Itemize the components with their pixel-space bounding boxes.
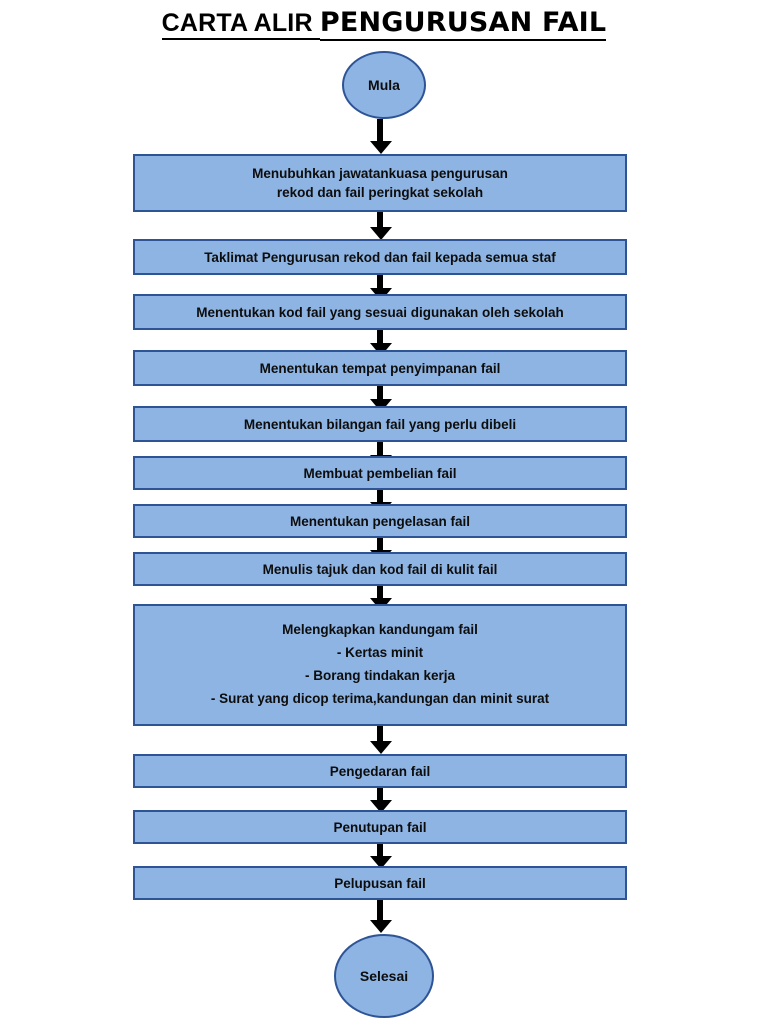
process-node-step-3[interactable]: Menentukan kod fail yang sesuai digunaka… [133, 294, 627, 330]
page-title-part-two: PENGURUSAN FAIL [319, 7, 607, 41]
process-node-step-9[interactable]: Melengkapkan kandungam fail - Kertas min… [133, 604, 627, 726]
process-node-step-11-line-1: Penutupan fail [333, 819, 427, 835]
process-node-step-3-line-1: Menentukan kod fail yang sesuai digunaka… [196, 304, 564, 320]
page-title-part-one: CARTA ALIR [161, 9, 320, 40]
process-node-step-5[interactable]: Menentukan bilangan fail yang perlu dibe… [133, 406, 627, 442]
process-node-step-8[interactable]: Menulis tajuk dan kod fail di kulit fail [133, 552, 627, 586]
connector-step-1-to-step-2 [377, 212, 383, 231]
process-node-step-9-bullet-1: - Kertas minit [336, 645, 424, 660]
connector-arrowhead-step-1-to-step-2 [369, 227, 392, 240]
page-title: CARTA ALIR PENGURUSAN FAIL [0, 7, 768, 41]
process-node-step-1-line-2: rekod dan fail peringkat sekolah [276, 185, 484, 200]
process-node-step-1-line-1: Menubuhkan jawatankuasa pengurusan [252, 166, 508, 181]
connector-arrowhead-start-to-step-1 [369, 141, 392, 154]
connector-step-8-to-step-9 [377, 586, 383, 602]
end-node-label: Selesai [359, 968, 409, 984]
process-node-step-6[interactable]: Membuat pembelian fail [133, 456, 627, 490]
connector-arrowhead-step-10-to-step-11 [369, 800, 392, 813]
connector-step-5-to-step-6 [377, 442, 383, 459]
process-node-step-4-line-1: Menentukan tempat penyimpanan fail [259, 360, 501, 376]
connector-step-3-to-step-4 [377, 330, 383, 347]
process-node-step-7-line-1: Menentukan pengelasan fail [289, 513, 471, 529]
connector-arrowhead-step-12-to-end [369, 920, 392, 933]
process-node-step-2[interactable]: Taklimat Pengurusan rekod dan fail kepad… [133, 239, 627, 275]
process-node-step-9-line-1: Melengkapkan kandungam fail [282, 622, 478, 637]
process-node-step-10[interactable]: Pengedaran fail [133, 754, 627, 788]
process-node-step-1[interactable]: Menubuhkan jawatankuasa pengurusan rekod… [133, 154, 627, 212]
connector-step-2-to-step-3 [377, 275, 383, 292]
connector-step-7-to-step-8 [377, 538, 383, 554]
connector-arrowhead-step-9-to-step-10 [369, 741, 392, 754]
end-node-selesai[interactable]: Selesai [334, 934, 434, 1018]
connector-start-to-step-1 [377, 119, 383, 146]
connector-arrowhead-step-11-to-step-12 [369, 856, 392, 869]
start-node-mula[interactable]: Mula [342, 51, 426, 119]
process-node-step-12[interactable]: Pelupusan fail [133, 866, 627, 900]
process-node-step-10-line-1: Pengedaran fail [329, 763, 431, 779]
connector-step-4-to-step-5 [377, 386, 383, 403]
process-node-step-9-bullet-2: - Borang tindakan kerja [304, 668, 456, 683]
connector-step-9-to-step-10 [377, 726, 383, 745]
connector-step-6-to-step-7 [377, 490, 383, 506]
process-node-step-9-bullet-3: - Surat yang dicop terima,kandungan dan … [210, 691, 550, 706]
connector-step-11-to-step-12 [377, 844, 383, 861]
process-node-step-11[interactable]: Penutupan fail [133, 810, 627, 844]
process-node-step-4[interactable]: Menentukan tempat penyimpanan fail [133, 350, 627, 386]
process-node-step-5-line-1: Menentukan bilangan fail yang perlu dibe… [243, 416, 517, 432]
connector-step-12-to-end [377, 900, 383, 924]
start-node-label: Mula [368, 77, 400, 93]
process-node-step-12-line-1: Pelupusan fail [334, 875, 426, 891]
process-node-step-7[interactable]: Menentukan pengelasan fail [133, 504, 627, 538]
process-node-step-6-line-1: Membuat pembelian fail [303, 465, 457, 481]
process-node-step-2-line-1: Taklimat Pengurusan rekod dan fail kepad… [204, 249, 556, 265]
connector-step-10-to-step-11 [377, 788, 383, 805]
process-node-step-8-line-1: Menulis tajuk dan kod fail di kulit fail [262, 561, 498, 577]
